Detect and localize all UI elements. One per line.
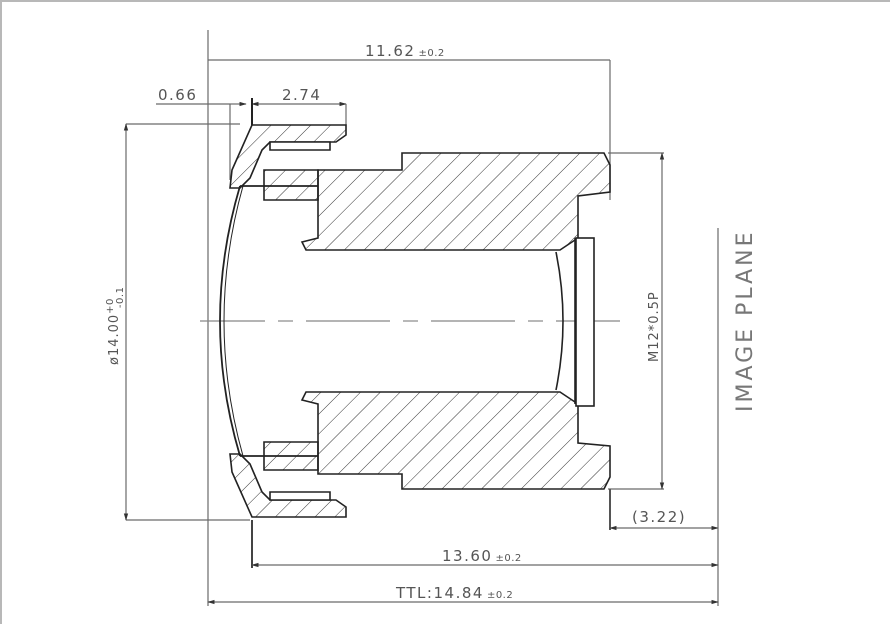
rear-lens xyxy=(555,237,595,407)
dim-2-74: 2.74 xyxy=(282,86,321,104)
lens-barrel xyxy=(263,152,611,490)
image-plane-label: IMAGE PLANE xyxy=(733,229,758,412)
dim-diameter: ø14.00+0-0.1 xyxy=(105,287,126,365)
dim-11-62: 11.62±0.2 xyxy=(365,42,445,60)
dim-thread: M12*0.5P xyxy=(647,291,662,362)
front-lens xyxy=(219,185,318,457)
front-cap xyxy=(229,124,347,518)
dim-back-focal: (3.22) xyxy=(632,508,686,526)
dim-13-60: 13.60±0.2 xyxy=(442,547,522,565)
dim-0-66: 0.66 xyxy=(158,86,197,104)
dim-ttl: TTL:14.84±0.2 xyxy=(395,584,513,602)
dimension-lines xyxy=(123,30,719,606)
